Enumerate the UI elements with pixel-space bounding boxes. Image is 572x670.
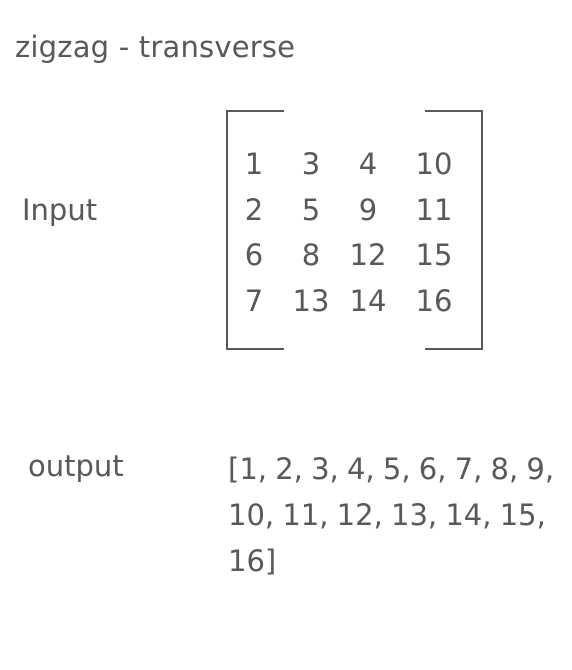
matrix-cell: 11: [415, 192, 453, 227]
diagram-title: zigzag - transverse: [15, 30, 296, 64]
matrix-cell: 14: [349, 284, 387, 319]
matrix-row: 2 5 9 11: [226, 188, 482, 234]
output-line: 10, 11, 12, 13, 14, 15,: [228, 498, 546, 532]
matrix-cell: 16: [415, 284, 453, 319]
matrix-cell: 2: [244, 192, 264, 227]
matrix-cell: 12: [349, 238, 387, 273]
matrix-cell: 10: [415, 147, 453, 181]
output-sequence: [1, 2, 3, 4, 5, 6, 7, 8, 9, 10, 11, 12, …: [228, 446, 558, 584]
matrix-cell: 4: [358, 147, 378, 181]
matrix-cell: 13: [292, 284, 330, 319]
output-line: 16]: [228, 544, 277, 578]
matrix-cell: 1: [244, 147, 264, 181]
input-label: Input: [22, 193, 98, 227]
matrix-row: 1 3 4 10: [226, 142, 482, 188]
matrix-cell: 15: [415, 238, 453, 273]
matrix-cell: 3: [301, 147, 321, 181]
matrix-cell: 5: [301, 192, 321, 227]
input-matrix: 1 3 4 10 2 5 9 11 6 8 12 15 7 13 14 16: [226, 142, 482, 325]
matrix-cell: 8: [301, 238, 321, 273]
matrix-row: 6 8 12 15: [226, 233, 482, 279]
matrix-cell: 7: [244, 284, 264, 319]
matrix-row: 7 13 14 16: [226, 279, 482, 325]
output-label: output: [28, 449, 124, 483]
matrix-cell: 6: [244, 238, 264, 273]
output-line: [1, 2, 3, 4, 5, 6, 7, 8, 9,: [228, 452, 555, 486]
matrix-right-bracket: [425, 110, 483, 350]
matrix-left-bracket: [226, 110, 284, 350]
matrix-cell: 9: [358, 192, 378, 227]
